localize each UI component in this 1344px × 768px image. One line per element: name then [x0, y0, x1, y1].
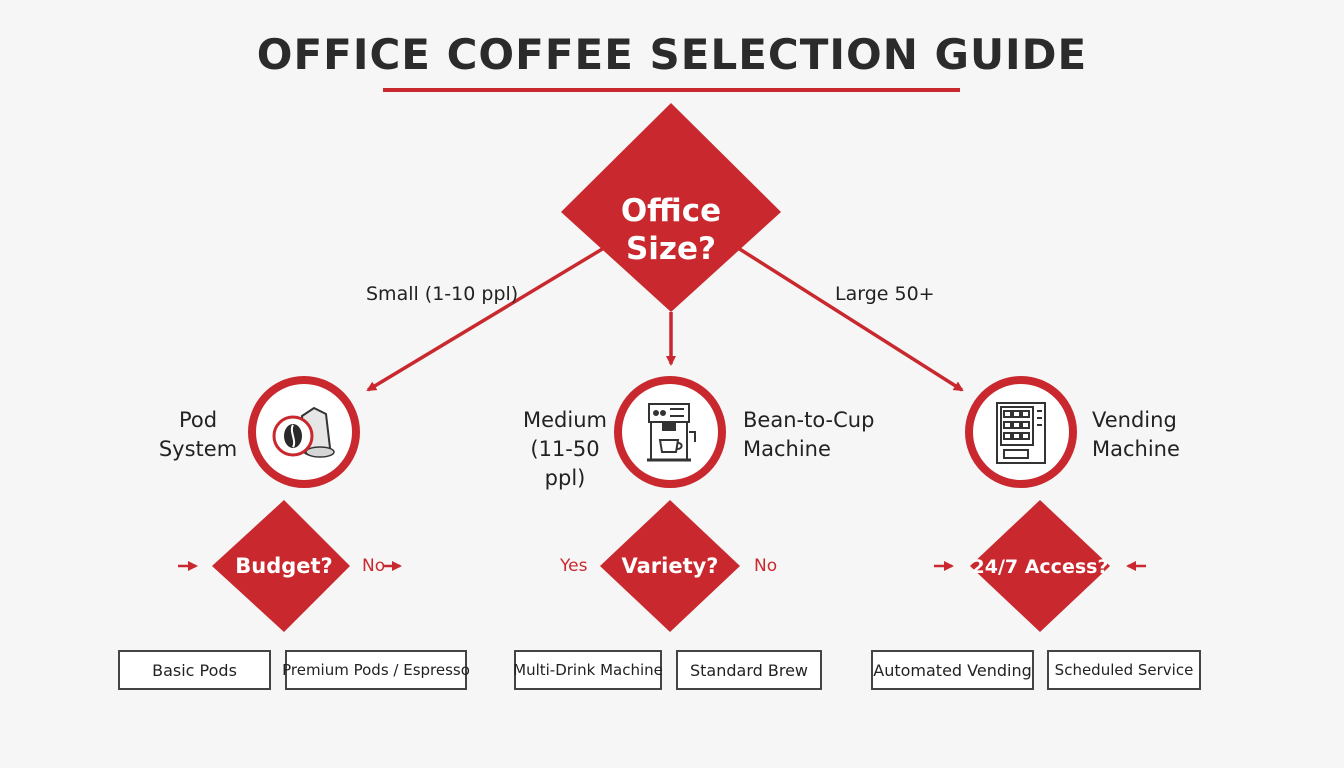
- edge-label-medium-line-2: (11-50 ppl): [530, 437, 600, 490]
- budget-no-label: No: [362, 556, 386, 576]
- coffee-pod-icon: [272, 406, 335, 458]
- solution-label-bean-to-cup-line-1: Bean-to-Cup: [743, 408, 875, 432]
- solution-circle-bean-to-cup: [614, 376, 726, 488]
- decision-budget: [212, 500, 350, 632]
- solution-label-pod-line-2: System: [158, 437, 238, 461]
- edge-label-medium: Medium (11-50 ppl): [510, 406, 620, 493]
- variety-yes-label: Yes: [560, 556, 588, 576]
- question-office-size: Office Size?: [620, 193, 722, 267]
- solution-label-bean-to-cup-line-2: Machine: [743, 437, 831, 461]
- question-24-7-access: 24/7 Access?: [971, 556, 1109, 578]
- coffee-machine-icon: [647, 403, 696, 462]
- edge-label-small: Small (1-10 ppl): [366, 283, 519, 305]
- solution-label-bean-to-cup: Bean-to-Cup Machine: [743, 406, 874, 464]
- outcome-automated-vending: Automated Vending: [871, 650, 1034, 690]
- solution-label-pod: Pod System: [150, 406, 246, 464]
- question-budget: Budget?: [235, 554, 333, 578]
- decision-24-7-access: [970, 500, 1110, 632]
- edge-label-medium-line-1: Medium: [523, 408, 607, 432]
- decision-office-size: [561, 103, 781, 312]
- edge-label-large: Large 50+: [835, 283, 935, 305]
- question-variety: Variety?: [621, 554, 719, 578]
- edge-large: [737, 246, 964, 392]
- solution-label-vending: Vending Machine: [1092, 406, 1180, 464]
- outcome-standard-brew: Standard Brew: [676, 650, 822, 690]
- outcome-multi-drink-machine: Multi-Drink Machine: [513, 650, 663, 690]
- decision-variety: [600, 500, 740, 632]
- outcome-basic-pods: Basic Pods: [118, 650, 271, 690]
- solution-label-vending-line-2: Machine: [1092, 437, 1180, 461]
- page-title: OFFICE COFFEE SELECTION GUIDE: [256, 30, 1088, 79]
- outcome-scheduled-service: Scheduled Service: [1047, 650, 1201, 690]
- solution-label-vending-line-1: Vending: [1092, 408, 1177, 432]
- solution-label-pod-line-1: Pod: [178, 408, 218, 432]
- vending-machine-icon: [996, 402, 1046, 464]
- edge-small: [366, 246, 605, 392]
- outcome-premium-pods-espresso: Premium Pods / Espresso: [282, 650, 470, 690]
- title-underline: [383, 88, 960, 92]
- variety-no-label: No: [754, 556, 778, 576]
